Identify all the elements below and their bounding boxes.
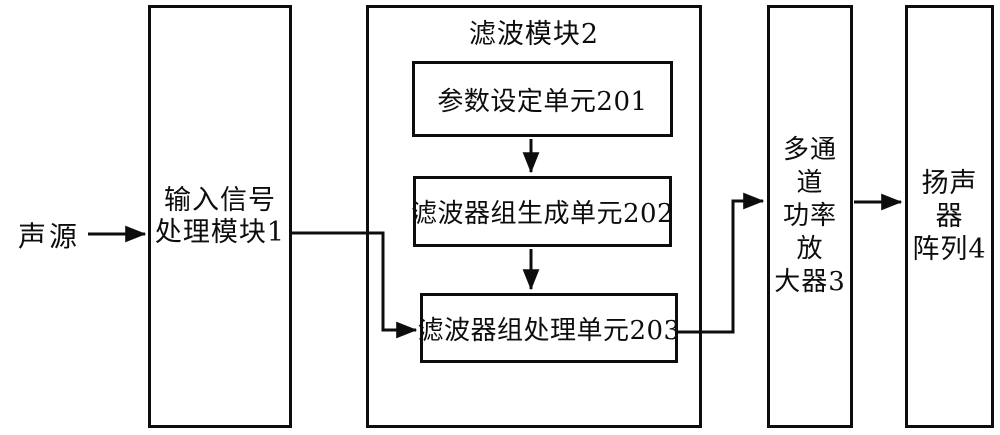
input-module-label-line1: 输入信号: [164, 184, 276, 216]
filter-module-title: 滤波模块2: [468, 19, 600, 50]
source-label: 声源: [17, 220, 80, 253]
speaker-array-label-line1: 扬声器: [921, 168, 978, 232]
multichannel-power-amplifier-box: 多通道 功率放 大器3: [767, 5, 853, 428]
filter-module-box: 滤波模块2 参数设定单元201 滤波器组生成单元202 滤波器组处理单元203: [366, 5, 702, 428]
amplifier-label-line2: 功率放: [782, 201, 837, 264]
filter-bank-processing-unit-box: 滤波器组处理单元203: [417, 293, 681, 363]
filter-bank-processing-unit-label: 滤波器组处理单元203: [417, 315, 681, 346]
parameter-setting-unit-box: 参数设定单元201: [412, 61, 673, 137]
amplifier-label-line1: 多通道: [782, 135, 837, 198]
input-signal-processing-module-box: 输入信号 处理模块1: [148, 5, 292, 428]
speaker-array-box: 扬声器 阵列4: [905, 5, 994, 428]
filter-bank-generation-unit-label: 滤波器组生成单元202: [410, 199, 675, 229]
filter-bank-generation-unit-box: 滤波器组生成单元202: [410, 176, 675, 247]
parameter-setting-unit-label: 参数设定单元201: [437, 86, 648, 117]
amplifier-label-line3: 大器3: [774, 267, 846, 297]
speaker-array-label-line2: 阵列4: [912, 234, 987, 265]
input-module-label-line2: 处理模块1: [154, 216, 286, 248]
